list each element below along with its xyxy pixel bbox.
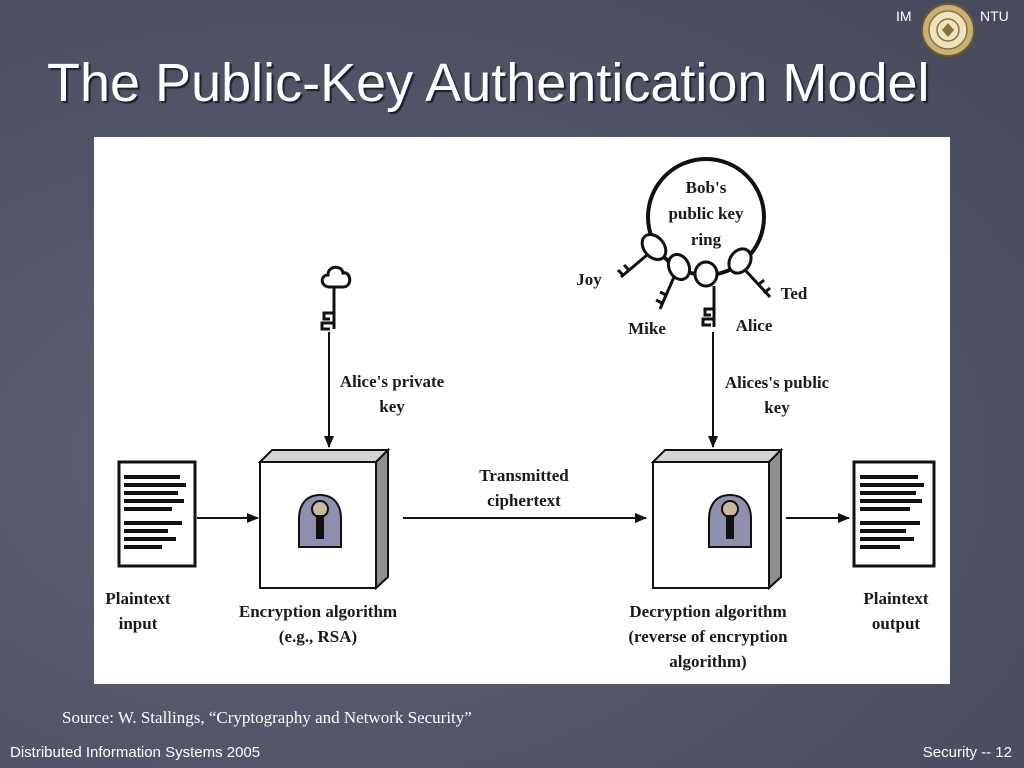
alice-key-icon bbox=[695, 262, 717, 327]
header-ntu-tag: NTU bbox=[980, 8, 1009, 24]
plaintext-input-label-line1: Plaintext bbox=[105, 589, 170, 608]
decryption-label-line2: (reverse of encryption bbox=[628, 627, 788, 646]
plaintext-output-label-line1: Plaintext bbox=[863, 589, 928, 608]
plaintext-output-document-icon bbox=[854, 462, 934, 566]
plaintext-input-document-icon bbox=[119, 462, 195, 566]
key-ring-label-line3: ring bbox=[691, 230, 722, 249]
public-key-label-line2: key bbox=[764, 398, 790, 417]
footer-course: Distributed Information Systems 2005 bbox=[10, 744, 260, 761]
key-owner-ted: Ted bbox=[781, 284, 808, 303]
key-ring-label-line2: public key bbox=[668, 204, 744, 223]
key-owner-mike: Mike bbox=[628, 319, 666, 338]
transmitted-label-line1: Transmitted bbox=[479, 466, 569, 485]
private-key-icon bbox=[322, 267, 350, 329]
slide-title: The Public-Key Authentication Model bbox=[47, 52, 930, 114]
encryption-keyhole-lock-icon bbox=[299, 495, 341, 547]
header-im-tag: IM bbox=[896, 8, 912, 24]
authentication-diagram: Plaintext input Encryption algorithm (e.… bbox=[94, 137, 950, 684]
decryption-keyhole-lock-icon bbox=[709, 495, 751, 547]
decryption-label-line1: Decryption algorithm bbox=[629, 602, 786, 621]
private-key-label-line2: key bbox=[379, 397, 405, 416]
key-ring-label-line1: Bob's bbox=[686, 178, 727, 197]
private-key-label-line1: Alice's private bbox=[340, 372, 445, 391]
university-seal-icon bbox=[921, 3, 975, 57]
public-key-label-line1: Alices's public bbox=[725, 373, 830, 392]
source-citation: Source: W. Stallings, “Cryptography and … bbox=[62, 708, 472, 728]
encryption-label-line1: Encryption algorithm bbox=[239, 602, 397, 621]
key-owner-joy: Joy bbox=[576, 270, 602, 289]
encryption-label-line2: (e.g., RSA) bbox=[279, 627, 357, 646]
transmitted-label-line2: ciphertext bbox=[487, 491, 561, 510]
footer-slide-number: Security -- 12 bbox=[923, 744, 1012, 761]
plaintext-output-label-line2: output bbox=[872, 614, 921, 633]
plaintext-input-label-line2: input bbox=[119, 614, 158, 633]
key-owner-alice: Alice bbox=[736, 316, 773, 335]
decryption-label-line3: algorithm) bbox=[669, 652, 746, 671]
